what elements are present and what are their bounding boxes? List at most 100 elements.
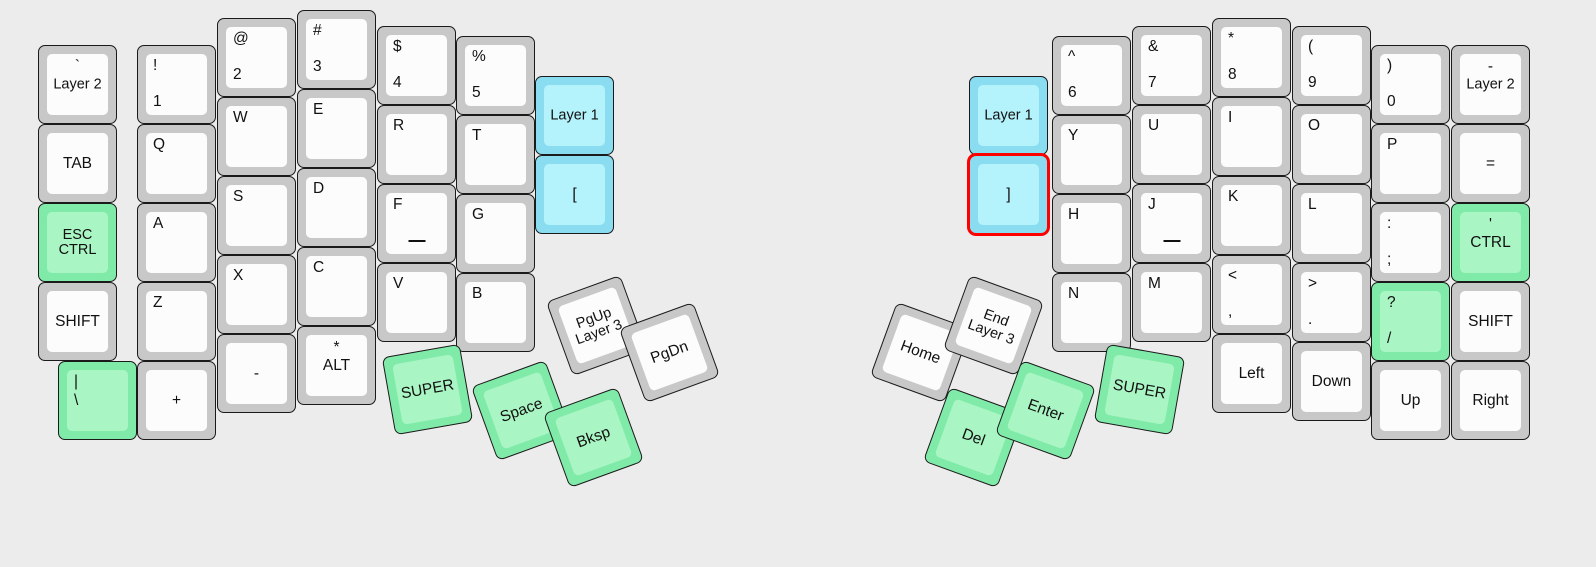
key-q[interactable]: Q bbox=[137, 124, 216, 203]
key-t[interactable]: T bbox=[456, 115, 535, 194]
key-i[interactable]: I bbox=[1212, 97, 1291, 176]
key-j[interactable]: J bbox=[1132, 184, 1211, 263]
key-legend-center: - bbox=[253, 364, 260, 382]
key-e[interactable]: E bbox=[297, 89, 376, 168]
key-6[interactable]: ^6 bbox=[1052, 36, 1131, 115]
key-minus-layer2[interactable]: -Layer 2 bbox=[1451, 45, 1530, 124]
key-s[interactable]: S bbox=[217, 176, 296, 255]
key-8[interactable]: *8 bbox=[1212, 18, 1291, 97]
key-slash[interactable]: ?/ bbox=[1371, 282, 1450, 361]
key-5[interactable]: %5 bbox=[456, 36, 535, 115]
keycap: `Layer 2 bbox=[47, 54, 108, 115]
key-down[interactable]: Down bbox=[1292, 342, 1371, 421]
key-right[interactable]: Right bbox=[1451, 361, 1530, 440]
key-legend-topleft: ! bbox=[153, 57, 158, 74]
key-x[interactable]: X bbox=[217, 255, 296, 334]
keycap: *8 bbox=[1221, 27, 1282, 88]
keycap: + bbox=[146, 370, 207, 431]
keycap: W bbox=[226, 106, 287, 167]
keycap: F bbox=[386, 193, 447, 254]
key-4[interactable]: $4 bbox=[377, 26, 456, 105]
key-3[interactable]: #3 bbox=[297, 10, 376, 89]
keycap: SHIFT bbox=[1460, 291, 1521, 352]
keycap: Right bbox=[1460, 370, 1521, 431]
key-legend-topleft: U bbox=[1148, 117, 1160, 134]
keycap: ?/ bbox=[1380, 291, 1441, 352]
key-m[interactable]: M bbox=[1132, 263, 1211, 342]
key-plus[interactable]: + bbox=[137, 361, 216, 440]
key-layer1-left[interactable]: Layer 1 bbox=[535, 76, 614, 155]
key-legend-bottomleft: 6 bbox=[1068, 83, 1077, 101]
key-legend-bottomleft: 0 bbox=[1387, 92, 1396, 110]
key-legend-top: * bbox=[333, 339, 340, 356]
key-h[interactable]: H bbox=[1052, 194, 1131, 273]
key-k[interactable]: K bbox=[1212, 176, 1291, 255]
key-layer1-right[interactable]: Layer 1 bbox=[969, 76, 1048, 155]
key-alt[interactable]: *ALT bbox=[297, 326, 376, 405]
key-f[interactable]: F bbox=[377, 184, 456, 263]
key-legend-topleft: I bbox=[1228, 109, 1233, 126]
key-o[interactable]: O bbox=[1292, 105, 1371, 184]
key-shift-right[interactable]: SHIFT bbox=[1451, 282, 1530, 361]
key-quote-ctrl[interactable]: 'CTRL bbox=[1451, 203, 1530, 282]
key-c[interactable]: C bbox=[297, 247, 376, 326]
key-legend-center: + bbox=[171, 391, 182, 409]
key-equals[interactable]: = bbox=[1451, 124, 1530, 203]
key-l[interactable]: L bbox=[1292, 184, 1371, 263]
key-tab[interactable]: TAB bbox=[38, 124, 117, 203]
key-bracket-right[interactable]: ] bbox=[969, 155, 1048, 234]
key-legend-top: ' bbox=[1489, 216, 1492, 233]
key-legend-topleft: B bbox=[472, 285, 483, 302]
keycap: G bbox=[465, 203, 526, 264]
key-legend-topleft: Y bbox=[1068, 127, 1079, 144]
key-v[interactable]: V bbox=[377, 263, 456, 342]
key-legend-bottomleft: 2 bbox=[233, 65, 242, 83]
key-period[interactable]: >. bbox=[1292, 263, 1371, 342]
key-0[interactable]: )0 bbox=[1371, 45, 1450, 124]
key-r[interactable]: R bbox=[377, 105, 456, 184]
key-y[interactable]: Y bbox=[1052, 115, 1131, 194]
key-n[interactable]: N bbox=[1052, 273, 1131, 352]
key-shift[interactable]: SHIFT bbox=[38, 282, 117, 361]
key-1[interactable]: !1 bbox=[137, 45, 216, 124]
key-esc-ctrl[interactable]: ESC CTRL bbox=[38, 203, 117, 282]
keycap: - bbox=[226, 343, 287, 404]
key-b[interactable]: B bbox=[456, 273, 535, 352]
key-bracket-left[interactable]: [ bbox=[535, 155, 614, 234]
keycap: T bbox=[465, 124, 526, 185]
key-legend-topleft: C bbox=[313, 259, 325, 276]
key-super-right[interactable]: SUPER bbox=[1093, 343, 1186, 436]
key-semicolon[interactable]: :; bbox=[1371, 203, 1450, 282]
key-a[interactable]: A bbox=[137, 203, 216, 282]
key-p[interactable]: P bbox=[1371, 124, 1450, 203]
key-7[interactable]: &7 bbox=[1132, 26, 1211, 105]
keycap: Q bbox=[146, 133, 207, 194]
key-g[interactable]: G bbox=[456, 194, 535, 273]
key-legend-topleft: P bbox=[1387, 136, 1398, 153]
key-grave-layer2[interactable]: `Layer 2 bbox=[38, 45, 117, 124]
key-9[interactable]: (9 bbox=[1292, 26, 1371, 105]
key-w[interactable]: W bbox=[217, 97, 296, 176]
keycap: N bbox=[1061, 282, 1122, 343]
key-2[interactable]: @2 bbox=[217, 18, 296, 97]
key-legend-topleft: O bbox=[1308, 117, 1321, 134]
key-comma[interactable]: <, bbox=[1212, 255, 1291, 334]
key-d[interactable]: D bbox=[297, 168, 376, 247]
key-legend-bottomleft: 3 bbox=[313, 57, 322, 75]
key-up[interactable]: Up bbox=[1371, 361, 1450, 440]
key-minus[interactable]: - bbox=[217, 334, 296, 413]
key-legend-topleft: @ bbox=[233, 30, 249, 47]
key-left[interactable]: Left bbox=[1212, 334, 1291, 413]
key-legend-bottomleft: . bbox=[1308, 310, 1313, 328]
key-legend-center: Del bbox=[959, 425, 988, 449]
key-legend-center: SHIFT bbox=[1468, 312, 1513, 330]
key-legend-center: Enter bbox=[1025, 395, 1067, 425]
key-u[interactable]: U bbox=[1132, 105, 1211, 184]
key-legend-center: Layer 2 bbox=[53, 75, 102, 92]
key-z[interactable]: Z bbox=[137, 282, 216, 361]
key-legend-topleft: : bbox=[1387, 215, 1392, 232]
key-pipe-backslash[interactable]: |\ bbox=[58, 361, 137, 440]
